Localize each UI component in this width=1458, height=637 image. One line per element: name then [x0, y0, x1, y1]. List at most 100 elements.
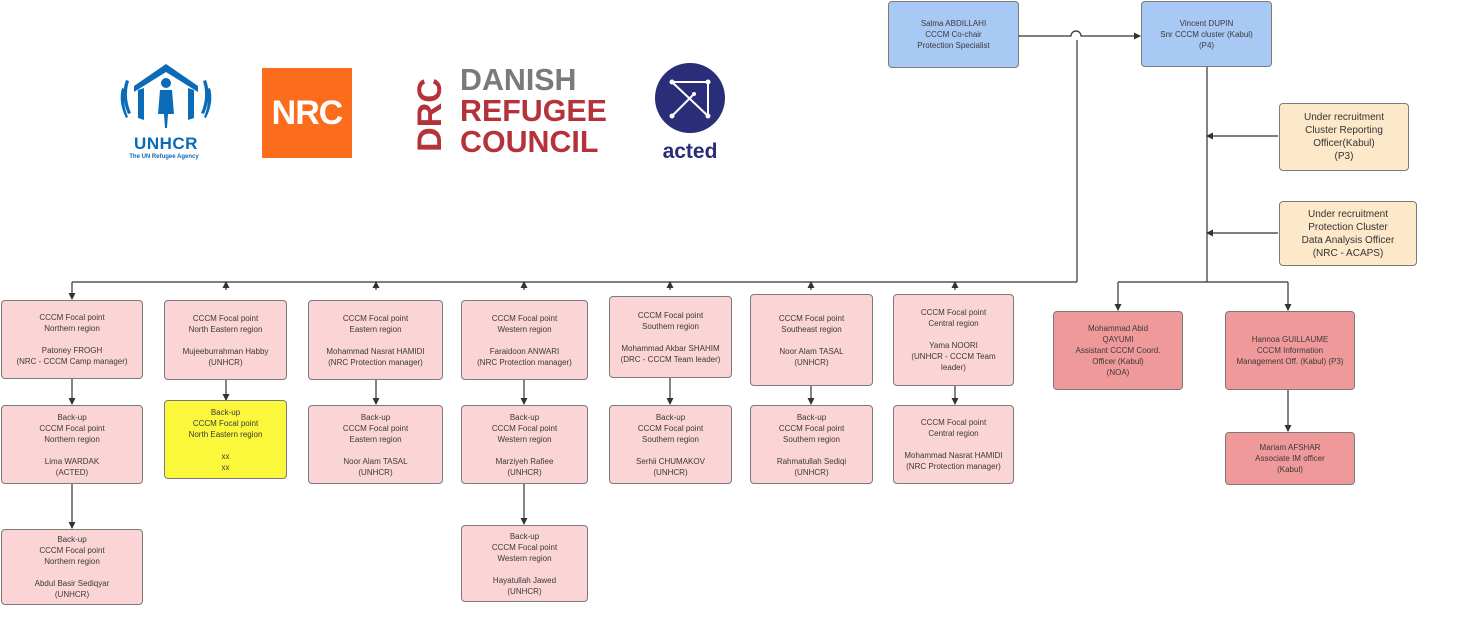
box-text-line: CCCM Focal point — [637, 310, 704, 320]
box-text-line: Serhii CHUMAKOV — [636, 456, 705, 466]
box-text-line: CCCM Co-chair — [925, 30, 982, 39]
box-text-line: Rahmatullah Sediqi — [776, 456, 847, 466]
box-text-line: Cluster Reporting — [1305, 125, 1383, 136]
box-text-line: Mohammad Nasrat HAMIDI — [904, 451, 1003, 460]
acted-wordmark: acted — [662, 140, 718, 163]
drc-wordmark: DANISH REFUGEE COUNCIL — [460, 64, 607, 157]
box-text-line: xx — [221, 451, 230, 461]
box-text-line: Southern region — [642, 434, 699, 444]
box-text-line: CCCM Focal point — [39, 546, 105, 555]
box-text-line: Mohammad Akbar SHAHIM — [621, 343, 720, 353]
box-text-line: Western region — [497, 434, 552, 444]
box-text-line: (NRC Protection manager) — [328, 357, 423, 367]
box-text-line: Faraidoon ANWARI — [489, 346, 560, 356]
box-text-line: (UNHCR) — [54, 590, 90, 599]
box-text-line: CCCM Focal point — [778, 423, 845, 433]
box-text-line: xx — [221, 462, 230, 472]
box-text-line: (NOA) — [1106, 368, 1130, 377]
box-text-line: Officer(Kabul) — [1313, 138, 1375, 149]
box-text-line: CCCM Focal point — [491, 542, 558, 552]
box-text-line: (P3) — [1334, 151, 1354, 162]
unhcr-tagline: The UN Refugee Agency — [129, 154, 199, 160]
box-text-line: Protection Specialist — [917, 41, 990, 50]
box-text-line: Eastern region — [349, 324, 402, 334]
box-text-line: (NRC Protection manager) — [906, 462, 1001, 471]
box-text-line: (UNHCR) — [653, 467, 688, 477]
box-text-line: North Eastern region — [188, 429, 263, 439]
box-text-line: Data Analysis Officer — [1301, 234, 1395, 246]
box-text-line: Northern region — [44, 557, 100, 566]
box-text-line: (NRC - CCCM Camp manager) — [16, 357, 128, 366]
acted-logo-mark-icon — [655, 63, 725, 133]
box-text-line: (UNHCR - CCCM Team — [911, 352, 996, 361]
box-text-line: Back-up — [360, 412, 391, 422]
box-text-line: (UNHCR) — [794, 357, 829, 367]
box-text-line: Back-up — [57, 535, 87, 544]
salma-vincent-link — [1014, 30, 1141, 40]
box-text-line: Southeast region — [781, 324, 842, 334]
box-text-line: (UNHCR) — [507, 586, 542, 596]
unhcr-logo-icon — [120, 64, 212, 128]
box-text-line: Snr CCCM cluster (Kabul) — [1160, 29, 1253, 39]
box-text-line: CCCM Focal point — [192, 313, 259, 323]
box-text-line: Mohammad Nasrat HAMIDI — [326, 346, 425, 356]
box-text-line: Back-up — [655, 412, 686, 422]
box-text-line: CCCM Focal point — [491, 313, 558, 323]
box-text-line: North Eastern region — [188, 324, 263, 334]
box-text-line: Patoney FROGH — [41, 346, 103, 355]
box-text-line: Lima WARDAK — [44, 456, 100, 466]
box-text-line: Assistant CCCM Coord. — [1075, 346, 1161, 355]
box-text-line: (NRC Protection manager) — [477, 357, 572, 367]
box-text-line: (Kabul) — [1277, 465, 1303, 474]
box-text-line: Eastern region — [349, 434, 402, 444]
box-text-line: Under recruitment — [1307, 208, 1389, 220]
box-text-line: CCCM Focal point — [39, 313, 105, 322]
box-text-line: Vincent DUPIN — [1179, 18, 1234, 28]
box-text-line: (P4) — [1198, 40, 1215, 50]
box-text-line: Officer (Kabul) — [1092, 357, 1144, 366]
box-text-line: Mujeeburrahman Habby — [182, 346, 269, 356]
box-text-line: CCCM Focal point — [342, 423, 409, 433]
svg-text:DRC: DRC — [413, 78, 449, 152]
box-text-line: Northern region — [44, 324, 100, 333]
box-text-line: Abdul Basir Sediqyar — [34, 579, 110, 588]
box-text-line: (UNHCR) — [507, 467, 542, 477]
box-text-line: (UNHCR) — [208, 357, 243, 367]
box-text-line: Southern region — [642, 321, 699, 331]
box-text-line: QAYUMI — [1102, 335, 1134, 344]
box-text-line: Western region — [497, 324, 552, 334]
nrc-logo: NRC — [262, 68, 352, 158]
box-text-line: Central region — [928, 319, 979, 328]
box-text-line: Southern region — [783, 434, 840, 444]
box-text-line: leader) — [941, 363, 966, 372]
box-text-line: Hannoa GUILLAUME — [1251, 335, 1329, 344]
box-text-line: (NRC - ACAPS) — [1312, 247, 1384, 259]
unhcr-wordmark: UNHCR — [134, 134, 198, 153]
box-text-line: Associate IM officer — [1255, 454, 1325, 463]
box-text-line: Under recruitment — [1303, 112, 1385, 123]
drc-word-refugee: REFUGEE — [460, 93, 607, 128]
